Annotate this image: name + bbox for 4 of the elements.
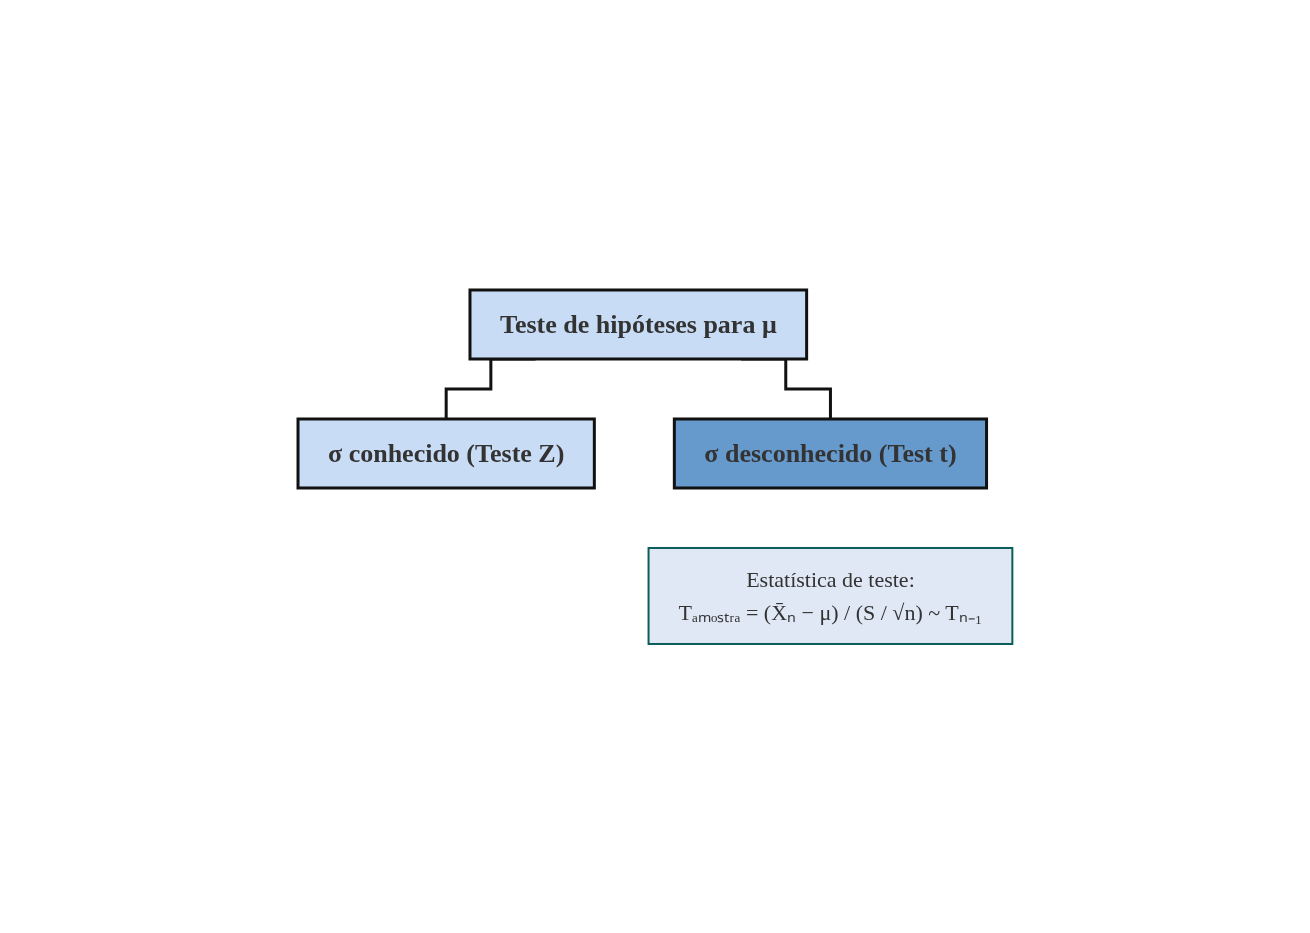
node-box: σ desconhecido (Test t)	[672, 417, 988, 489]
node-box: Teste de hipóteses para μ	[468, 288, 808, 360]
node-box: σ conhecido (Teste Z)	[296, 417, 596, 489]
node-box: Estatística de teste: Tₐₘₒₛₜᵣₐ = (X̄ₙ − μ) / (S / √n) ~ Tₙ₋₁	[647, 546, 1014, 645]
